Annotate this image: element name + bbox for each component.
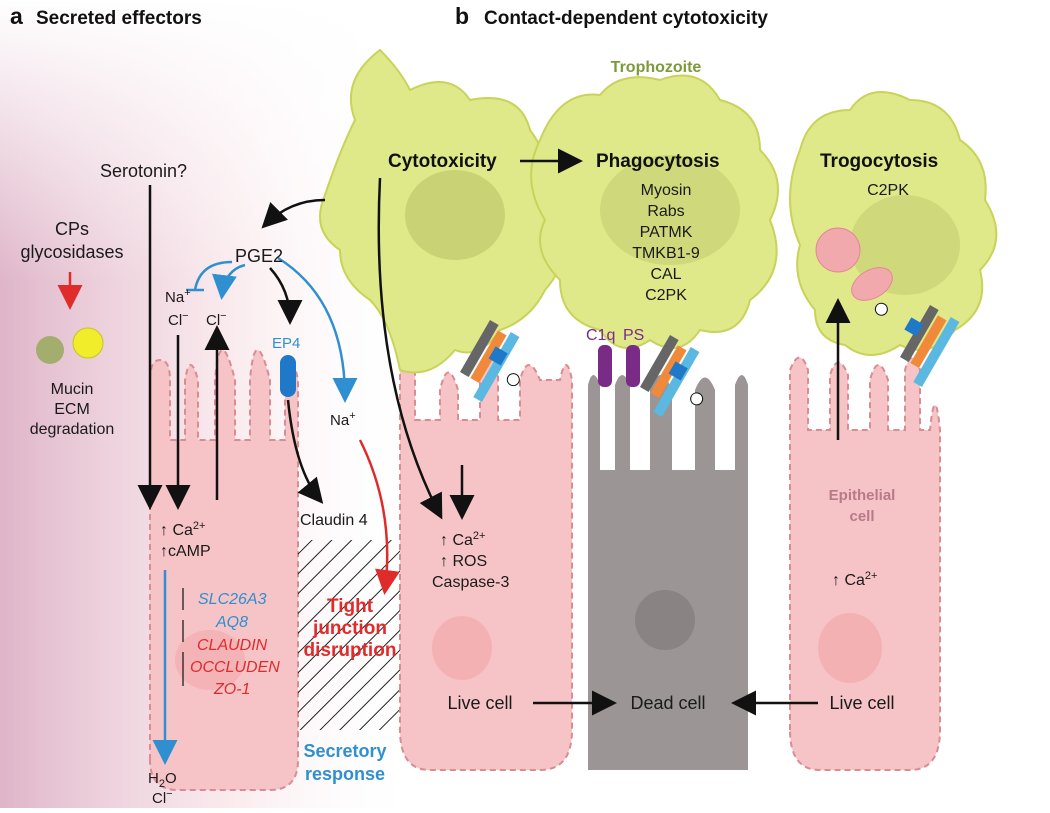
mucin-label-2: ECM [54,401,90,418]
cps-label-1: CPs [55,219,89,239]
ca-label-b: ↑ Ca2+ [440,530,485,549]
ca-label-right: ↑ Ca2+ [832,570,877,589]
phago-item: Rabs [647,203,684,220]
panel-b-title: Contact-dependent cytotoxicity [484,8,768,29]
mucin-label-1: Mucin [51,381,94,398]
ep4-receptor [280,355,296,397]
mucin-ball-gray [36,336,64,364]
epithelial-label-2: cell [849,508,874,525]
na-left-label: Na+ [165,287,191,306]
ps-marker [626,345,640,387]
cps-label-2: glycosidases [20,242,123,262]
phago-item: C2PK [645,287,687,304]
phago-item: TMKB1-9 [632,245,700,262]
phago-item: CAL [650,266,681,283]
trophozoite-right [789,91,998,356]
c1q-label: C1q [586,327,615,344]
mucin-ball-yellow [72,327,104,359]
nucleus-right [818,613,882,683]
gene-claudin: CLAUDIN [197,637,268,654]
claudin4-label: Claudin 4 [300,512,368,529]
cytotoxicity-label: Cytotoxicity [388,151,497,172]
ca-label-a: ↑ Ca2+ [160,520,205,539]
c1q-marker [598,345,612,387]
cl-bottom-label: Cl− [152,788,173,807]
secretory-2: response [305,764,385,784]
na-right-label: Na+ [330,410,356,429]
phagocytosis-label: Phagocytosis [596,151,720,172]
tight-junction-1: Tight [327,596,374,617]
tight-junction-3: disruption [304,640,397,661]
phago-item: Myosin [641,182,692,199]
adhesion-complex-middle [640,335,704,417]
live-cell-right-label: Live cell [829,693,894,713]
trogo-item: C2PK [867,182,909,199]
trogocytosed-fragment-2 [851,267,893,301]
trogocytosed-fragment-1 [815,227,861,273]
phago-item: PATMK [640,224,693,241]
gene-slc26a3: SLC26A3 [198,591,267,608]
panel-a-letter: a [10,3,23,29]
ps-label: PS [623,327,644,344]
trogocytosis-label: Trogocytosis [820,151,938,172]
secretory-1: Secretory [303,741,386,761]
gene-aq8: AQ8 [215,614,248,631]
ep4-label: EP4 [272,335,300,352]
gene-occluden: OCCLUDEN [190,659,280,676]
ros-label: ↑ ROS [440,553,487,570]
gene-zo1: ZO-1 [213,681,250,698]
pge2-label: PGE2 [235,246,283,266]
trophozoite-middle [530,74,779,349]
live-cell-left-label: Live cell [447,693,512,713]
phagocytosis-list: Myosin Rabs PATMK TMKB1-9 CAL C2PK [632,182,700,304]
nucleus-dead [635,590,695,650]
adhesion-complex-right [874,302,960,387]
nucleus [175,630,245,690]
epithelial-label-1: Epithelial [829,487,896,504]
adhesion-complex-left [460,320,520,402]
panel-b-letter: b [455,3,469,29]
mucin-label-3: degradation [30,421,115,438]
camp-label: ↑cAMP [160,543,211,560]
trophozoite-label: Trophozoite [611,59,702,76]
tight-junction-2: junction [312,618,387,639]
nucleus-left [432,616,492,680]
caspase-label: Caspase-3 [432,574,509,591]
serotonin-label: Serotonin? [100,161,187,181]
h2o-label: H2O [148,770,177,790]
cl-right-label: Cl− [206,310,227,329]
cl-left-label: Cl− [168,310,189,329]
panel-a-title: Secreted effectors [36,8,202,29]
dead-cell [588,375,748,770]
dead-cell-label: Dead cell [630,693,705,713]
